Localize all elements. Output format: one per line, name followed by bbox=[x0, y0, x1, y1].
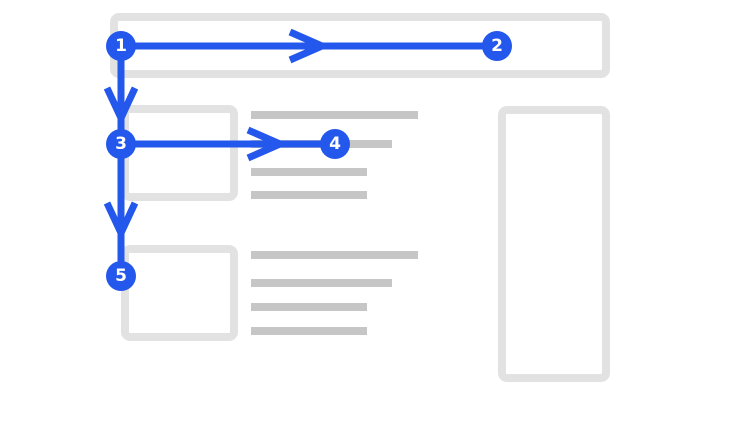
step-marker-2[interactable]: 2 bbox=[482, 31, 512, 61]
skeleton-line bbox=[251, 191, 367, 199]
content-card-1 bbox=[121, 105, 238, 201]
skeleton-line bbox=[251, 303, 367, 311]
skeleton-line bbox=[251, 279, 392, 287]
top-banner-panel bbox=[110, 13, 610, 78]
skeleton-line bbox=[251, 251, 418, 259]
right-sidebar-panel bbox=[498, 106, 610, 382]
skeleton-line bbox=[251, 168, 367, 176]
skeleton-line bbox=[251, 327, 367, 335]
step-marker-4[interactable]: 4 bbox=[320, 129, 350, 159]
step-marker-5[interactable]: 5 bbox=[106, 261, 136, 291]
step-marker-3[interactable]: 3 bbox=[106, 129, 136, 159]
step-marker-1[interactable]: 1 bbox=[106, 31, 136, 61]
skeleton-line bbox=[251, 111, 418, 119]
content-card-2 bbox=[121, 245, 238, 341]
arrowhead-icon bbox=[103, 201, 139, 242]
